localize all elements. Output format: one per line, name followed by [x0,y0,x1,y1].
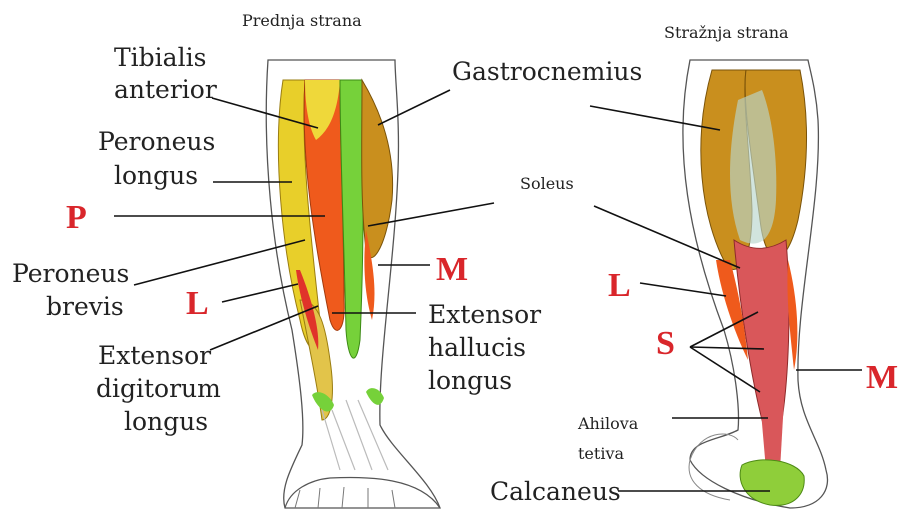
label-extensor-digitorum-3: longus [124,407,208,436]
label-peroneus-brevis-2: brevis [46,292,124,321]
label-soleus: Soleus [520,174,574,193]
marker-back-l: L [608,267,631,304]
header-front: Prednja strana [242,11,362,30]
front-leg [266,60,440,508]
label-peroneus-brevis-1: Peroneus [12,259,129,288]
label-peroneus-longus-2: longus [114,161,198,190]
label-gastrocnemius: Gastrocnemius [452,57,642,86]
marker-front-l: L [186,285,209,322]
marker-front-p: P [66,199,87,236]
marker-back-m: M [866,359,898,396]
label-ahilova-2: tetiva [578,444,624,463]
label-ahilova-1: Ahilova [577,414,639,433]
marker-front-m: M [436,251,468,288]
label-extensor-hallucis-3: longus [428,366,512,395]
marker-back-s: S [656,325,675,362]
label-calcaneus: Calcaneus [490,477,621,506]
label-tibialis-1: Tibialis [114,43,206,72]
label-peroneus-longus-1: Peroneus [98,127,215,156]
label-extensor-digitorum-1: Extensor [98,341,211,370]
label-tibialis-2: anterior [114,75,217,104]
label-extensor-digitorum-2: digitorum [96,374,221,403]
label-extensor-hallucis-1: Extensor [428,300,541,329]
label-extensor-hallucis-2: hallucis [428,333,526,362]
header-back: Stražnja strana [664,23,789,42]
